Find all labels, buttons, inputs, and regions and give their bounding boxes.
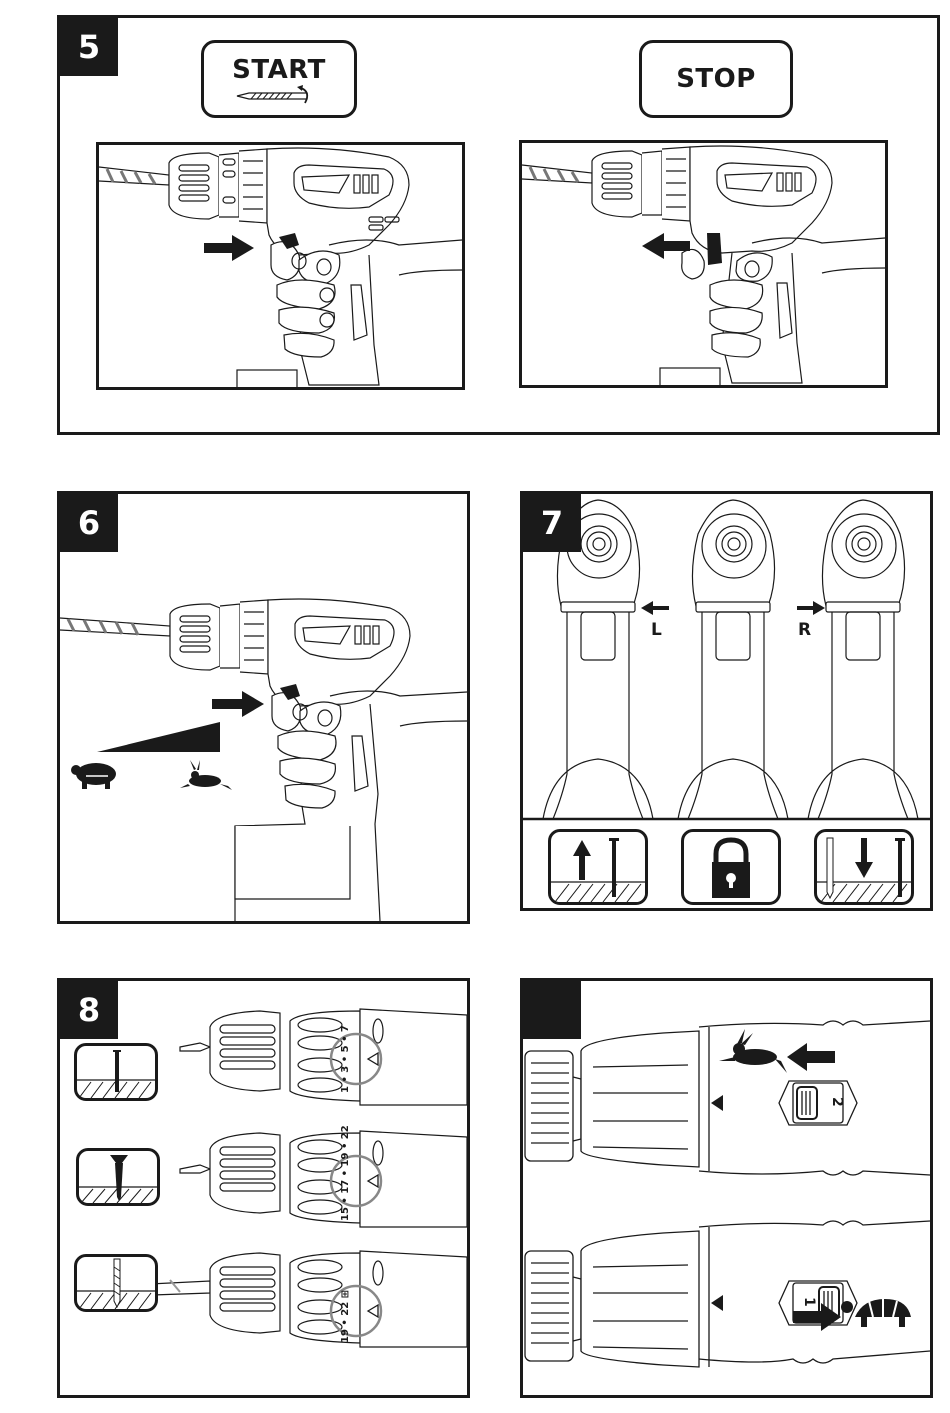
panel-7-direction: 7 <box>520 491 933 911</box>
task-icon-drill-bit <box>74 1254 158 1312</box>
panel-6-variable-speed: 6 <box>57 491 470 924</box>
step-number-badge: 7 <box>523 494 581 552</box>
large-screw-icon <box>79 1151 157 1203</box>
gear-label-1: 1 <box>801 1297 817 1307</box>
chuck-row-1 <box>180 1009 467 1105</box>
start-label-box: START <box>201 40 357 118</box>
pointer-triangle-icon <box>711 1095 723 1111</box>
start-illustration-frame <box>96 142 465 390</box>
hare-icon <box>180 760 232 790</box>
step-number-badge: 5 <box>60 18 118 76</box>
drill-front-view-center <box>678 500 788 819</box>
arrow-left-icon <box>641 601 669 615</box>
drill-side-view-high-gear <box>525 1021 930 1175</box>
collar-numbers-row-1: 1 • 3 • 5 • 7 <box>340 1025 351 1093</box>
collar-numbers-row-3: 19 • 22 ⊞ <box>340 1290 351 1343</box>
chuck-row-2 <box>180 1131 467 1227</box>
arrow-right-icon <box>204 235 254 261</box>
drill-front-view-right <box>808 500 918 819</box>
direction-left-label: L <box>651 620 662 640</box>
drill-trigger-press-illustration <box>99 145 462 387</box>
task-icon-large-screw <box>76 1148 160 1206</box>
drill-trigger-release-illustration <box>522 143 885 385</box>
arrow-right-icon <box>212 691 264 717</box>
pointer-triangle-icon <box>711 1295 723 1311</box>
speed-ramp-icon <box>97 722 220 752</box>
panel-5-start-stop: 5 START STOP <box>57 15 940 435</box>
direction-right-label: R <box>798 620 811 640</box>
arrow-right-icon <box>797 601 825 615</box>
panel-8-torque-setting: 8 <box>57 978 470 1398</box>
lock-icon <box>684 832 778 902</box>
gear-label-2: 2 <box>829 1097 845 1107</box>
drill-side-view-low-gear <box>525 1221 930 1367</box>
reverse-mode-icon <box>548 829 648 905</box>
turtle-icon <box>71 763 116 789</box>
variable-speed-illustration <box>60 494 467 921</box>
stop-label-box: STOP <box>639 40 793 118</box>
drill-bit-icon <box>77 1257 155 1309</box>
collar-numbers-row-2: 15 • 17 • 19 • 22 <box>340 1125 351 1221</box>
step-number-badge <box>523 981 581 1039</box>
task-icon-small-screw <box>74 1043 158 1101</box>
drill-bit-rotate-icon <box>229 84 329 106</box>
step-number-badge: 6 <box>60 494 118 552</box>
lock-mode-icon <box>681 829 781 905</box>
panel-9-gear-selector: 2 1 <box>520 978 933 1398</box>
screw-out-icon <box>551 832 645 902</box>
hare-icon <box>719 1029 787 1073</box>
forward-mode-icon <box>814 829 914 905</box>
arrow-left-icon <box>787 1043 835 1071</box>
gear-selector-illustration: 2 1 <box>523 981 930 1395</box>
stop-illustration-frame <box>519 140 888 388</box>
stop-label: STOP <box>676 64 756 94</box>
screw-in-icon <box>817 832 911 902</box>
start-label: START <box>232 56 326 84</box>
small-screw-icon <box>77 1046 155 1098</box>
step-number-badge: 8 <box>60 981 118 1039</box>
